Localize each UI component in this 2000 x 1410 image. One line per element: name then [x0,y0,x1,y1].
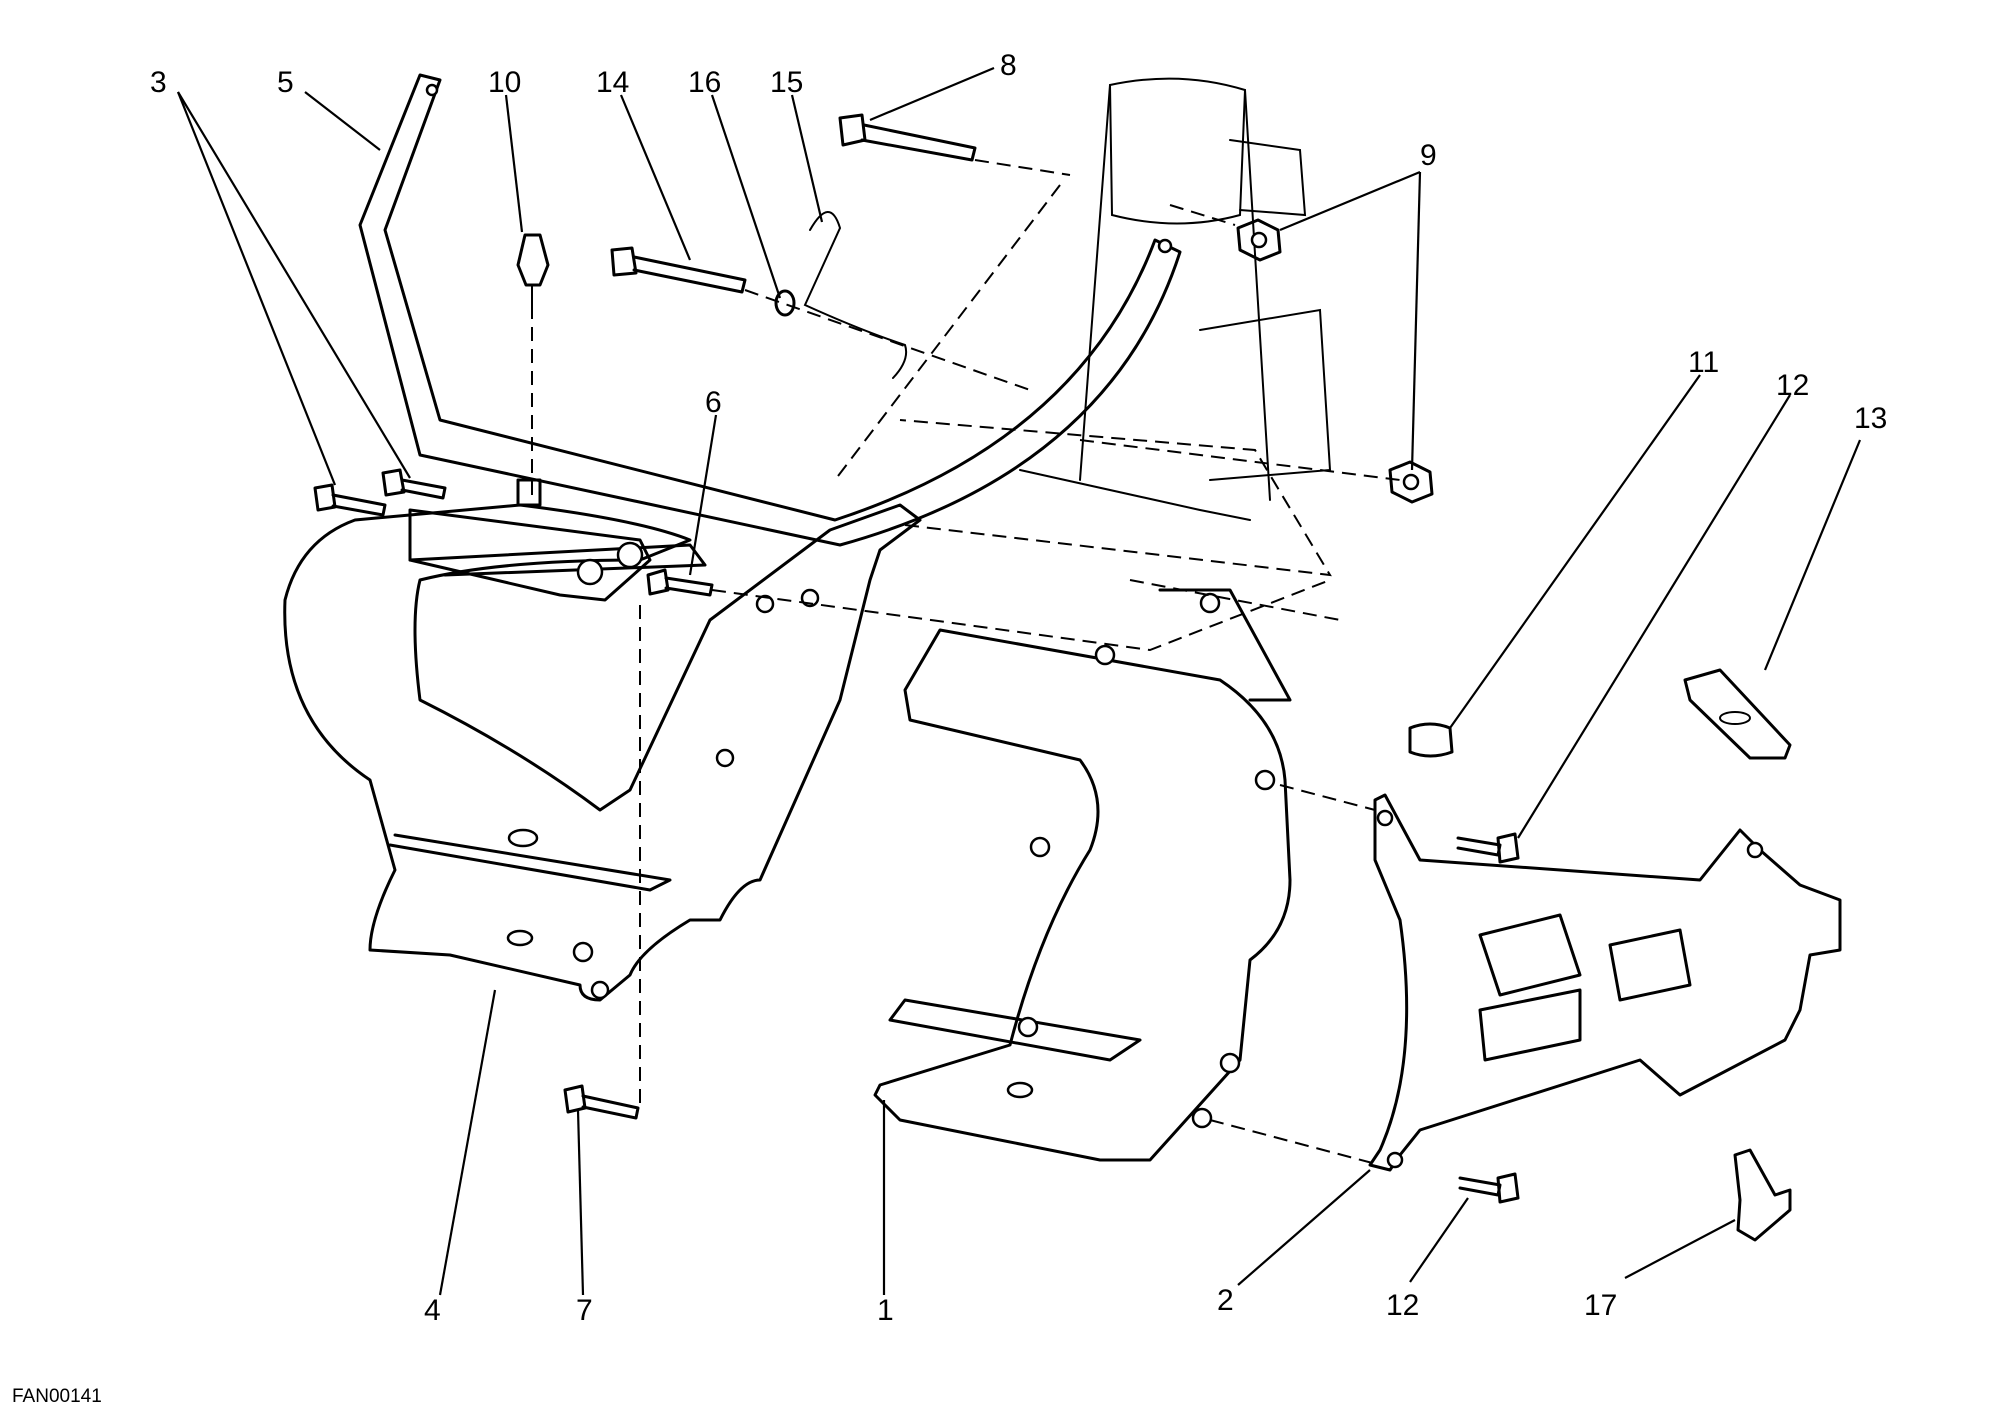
callout-1: 1 [877,1294,894,1327]
part-3-bolts [313,468,447,517]
callout-3: 3 [150,66,167,99]
callout-11: 11 [1688,346,1719,379]
frame-steering-head [1019,77,1332,521]
callout-15: 14 [596,66,629,99]
leader-lines [176,66,1862,1296]
callout-4: 4 [424,1294,441,1327]
part-4-left-bracket [283,503,922,1002]
part-6-stud [646,568,714,597]
callout-7: 7 [576,1294,593,1327]
callout-10: 10 [488,66,521,99]
callout-labels: 3 5 10 14 16 15 8 9 6 11 12 13 4 7 1 2 1… [150,49,1887,1327]
callout-5: 5 [277,66,294,99]
assembly-lines [531,159,1401,1166]
part-11-grommet [1408,722,1454,758]
part-3-left-rail [408,478,652,602]
callout-17: 16 [688,66,721,99]
callout-2: 2 [1217,1284,1234,1317]
part-13-pad [1683,668,1792,760]
callout-6: 6 [705,386,722,419]
part-14-clip [1733,1148,1792,1242]
callout-12-top: 12 [1776,369,1809,402]
part-1-right-bracket [873,588,1292,1162]
callout-13: 13 [1854,402,1887,435]
callout-8: 8 [1000,49,1017,82]
part-8-long-bolt [838,113,977,162]
drawing-code: FAN00141 [12,1386,102,1407]
part-12-bolts [1456,832,1520,1204]
callout-12-bottom: 12 [1386,1289,1419,1322]
part-7-bolt [563,1084,640,1120]
part-5-upper-tube [358,73,1182,547]
part-16-clip [803,211,908,379]
callout-16: 15 [770,66,803,99]
part-2-plate-bracket [1368,793,1842,1172]
part-15-bolt [610,246,747,294]
part-9-nuts [1236,218,1434,504]
part-10-stud [516,233,550,306]
callout-9: 9 [1420,139,1437,172]
part-17-washer [774,289,796,317]
callout-14: 17 [1584,1289,1617,1322]
